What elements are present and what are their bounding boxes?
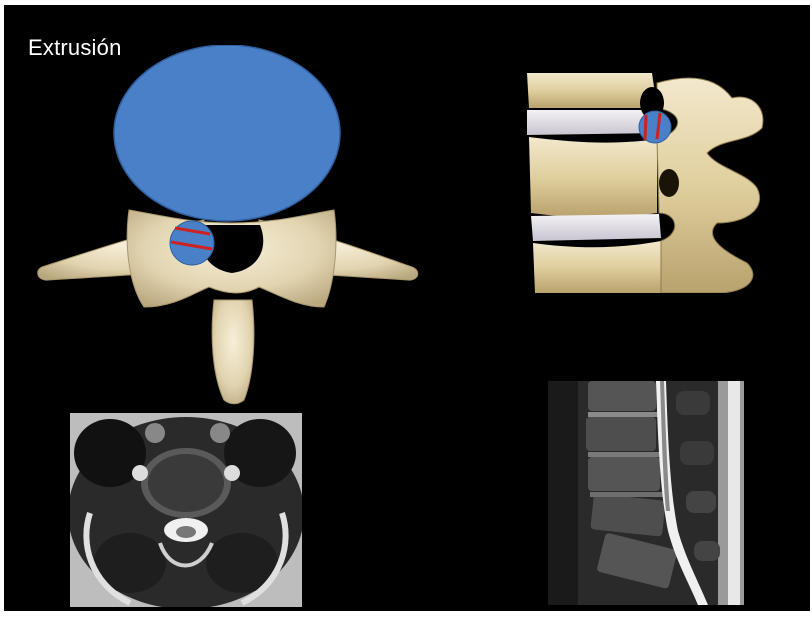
intervertebral-disc — [531, 214, 661, 241]
slide: Extrusión — [4, 5, 810, 611]
vertebral-body — [533, 241, 661, 293]
sagittal-mri-scan — [548, 381, 744, 605]
vertebral-body — [529, 137, 657, 218]
lateral-spine-illustration — [517, 73, 777, 293]
neural-foramen — [659, 169, 679, 197]
spinous-process — [212, 300, 254, 404]
axial-mri-scan — [70, 413, 302, 607]
marker-line — [645, 115, 646, 140]
intervertebral-disc — [114, 45, 340, 221]
vertebral-body — [527, 73, 657, 108]
axial-vertebra-illustration — [34, 45, 424, 405]
